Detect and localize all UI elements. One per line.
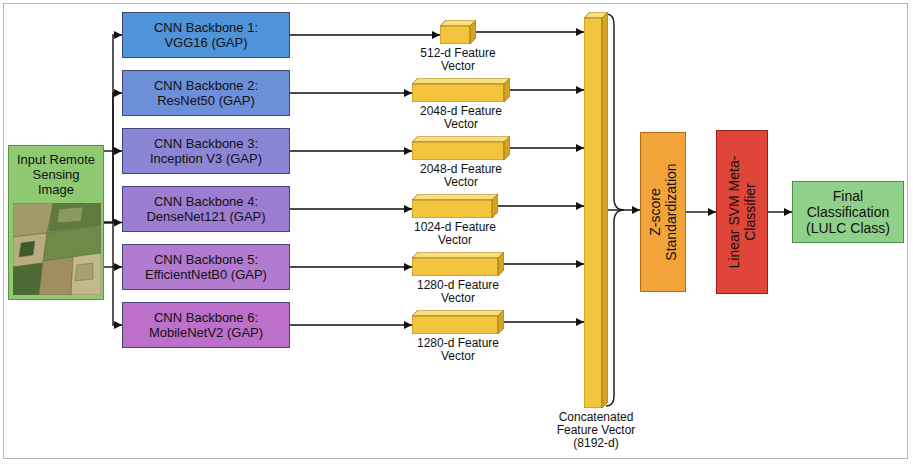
input-box: Input Remote Sensing Image xyxy=(8,145,104,300)
feature-vector: 2048-d Feature Vector xyxy=(412,136,510,160)
connector-arrow xyxy=(104,223,122,326)
process-box: CNN Backbone 5: EfficientNetB0 (GAP) xyxy=(122,244,290,290)
connector-arrow xyxy=(290,34,440,35)
node-label: Concatenated Feature Vector (8192-d) xyxy=(540,411,652,450)
cuboid-front xyxy=(412,200,492,218)
node-label: 2048-d Feature Vector xyxy=(413,163,509,189)
connector-arrow xyxy=(104,35,122,223)
cuboid-top xyxy=(412,78,510,84)
cuboid-front xyxy=(440,26,470,44)
node-label: CNN Backbone 2: ResNet50 (GAP) xyxy=(142,78,270,108)
connector-arrow xyxy=(498,205,584,206)
cuboid-front xyxy=(412,316,498,334)
connector-arrow xyxy=(104,150,122,151)
node-label: 1024-d Feature Vector xyxy=(407,221,503,247)
cuboid-side xyxy=(492,194,498,218)
field-patch xyxy=(39,257,73,295)
node-label: CNN Backbone 3: Inception V3 (GAP) xyxy=(142,136,270,166)
cuboid-front xyxy=(412,142,504,160)
cuboid-top xyxy=(412,136,510,142)
field-patch xyxy=(13,233,47,267)
connector-arrow xyxy=(290,150,412,151)
connector-arrow xyxy=(476,31,584,32)
cuboid-top xyxy=(412,252,504,258)
node-label: CNN Backbone 6: MobileNetV2 (GAP) xyxy=(142,310,270,340)
field-patch xyxy=(19,241,35,257)
node-label: 2048-d Feature Vector xyxy=(413,105,509,131)
field-patch xyxy=(75,263,93,281)
node-label: CNN Backbone 5: EfficientNetB0 (GAP) xyxy=(142,252,270,282)
field-patch xyxy=(13,203,53,237)
connector-arrow xyxy=(290,266,412,267)
process-box: CNN Backbone 1: VGG16 (GAP) xyxy=(122,12,290,58)
process-box: Final Classification (LULC Class) xyxy=(792,181,904,243)
process-box: CNN Backbone 2: ResNet50 (GAP) xyxy=(122,70,290,116)
connector-arrow xyxy=(686,211,716,212)
process-box: CNN Backbone 4: DenseNet121 (GAP) xyxy=(122,186,290,232)
connector-arrow xyxy=(608,209,640,210)
cuboid-side xyxy=(504,136,510,160)
node-label: Linear SVM Meta-Classifier xyxy=(726,145,758,279)
connector-arrow xyxy=(510,89,584,90)
concatenated-vector: Concatenated Feature Vector (8192-d) xyxy=(584,12,608,408)
feature-vector: 1024-d Feature Vector xyxy=(412,194,498,218)
connector-arrow xyxy=(290,92,412,93)
cuboid-side xyxy=(602,12,608,408)
feature-vector: 1280-d Feature Vector xyxy=(412,310,504,334)
feature-vector: 1280-d Feature Vector xyxy=(412,252,504,276)
cuboid-front xyxy=(412,84,504,102)
feature-vector: 512-d Feature Vector xyxy=(440,20,476,44)
vector-cuboid xyxy=(412,310,504,334)
node-label: CNN Backbone 4: DenseNet121 (GAP) xyxy=(142,194,270,224)
process-box: CNN Backbone 3: Inception V3 (GAP) xyxy=(122,128,290,174)
node-label: Z-score Standardization xyxy=(647,138,679,286)
cuboid-side xyxy=(470,20,476,44)
connector-arrow xyxy=(504,263,584,264)
node-label: Input Remote Sensing Image xyxy=(14,152,98,197)
vector-cuboid xyxy=(440,20,476,44)
connector-arrow xyxy=(104,93,122,223)
node-label: 1280-d Feature Vector xyxy=(410,279,506,305)
connector-arrow xyxy=(290,208,412,209)
field-patch xyxy=(71,253,101,295)
connector-arrow xyxy=(510,147,584,148)
cuboid-side xyxy=(498,310,504,334)
vector-cuboid xyxy=(412,78,510,102)
feature-vector: 2048-d Feature Vector xyxy=(412,78,510,102)
connector-arrow xyxy=(290,324,412,325)
cuboid-top xyxy=(412,310,504,316)
connector-arrow xyxy=(768,211,792,212)
process-box: CNN Backbone 6: MobileNetV2 (GAP) xyxy=(122,302,290,348)
vertical-box: Linear SVM Meta-Classifier xyxy=(716,130,768,294)
image-ground xyxy=(13,203,101,295)
connector-arrow xyxy=(504,321,584,322)
cuboid-side xyxy=(504,78,510,102)
vector-cuboid xyxy=(412,252,504,276)
node-label: 512-d Feature Vector xyxy=(410,47,506,73)
field-patch xyxy=(57,207,83,223)
vector-cuboid xyxy=(412,136,510,160)
cuboid-side xyxy=(498,252,504,276)
vertical-box: Z-score Standardization xyxy=(640,132,686,292)
cuboid-front xyxy=(412,258,498,276)
node-label: 1280-d Feature Vector xyxy=(410,337,506,363)
cuboid-top xyxy=(412,194,498,200)
field-patch xyxy=(13,263,43,295)
aerial-image xyxy=(13,203,101,295)
node-label: Final Classification (LULC Class) xyxy=(798,188,898,236)
cuboid-front xyxy=(584,18,602,408)
node-label: CNN Backbone 1: VGG16 (GAP) xyxy=(142,20,270,50)
vector-cuboid xyxy=(584,12,608,408)
vector-cuboid xyxy=(412,194,498,218)
